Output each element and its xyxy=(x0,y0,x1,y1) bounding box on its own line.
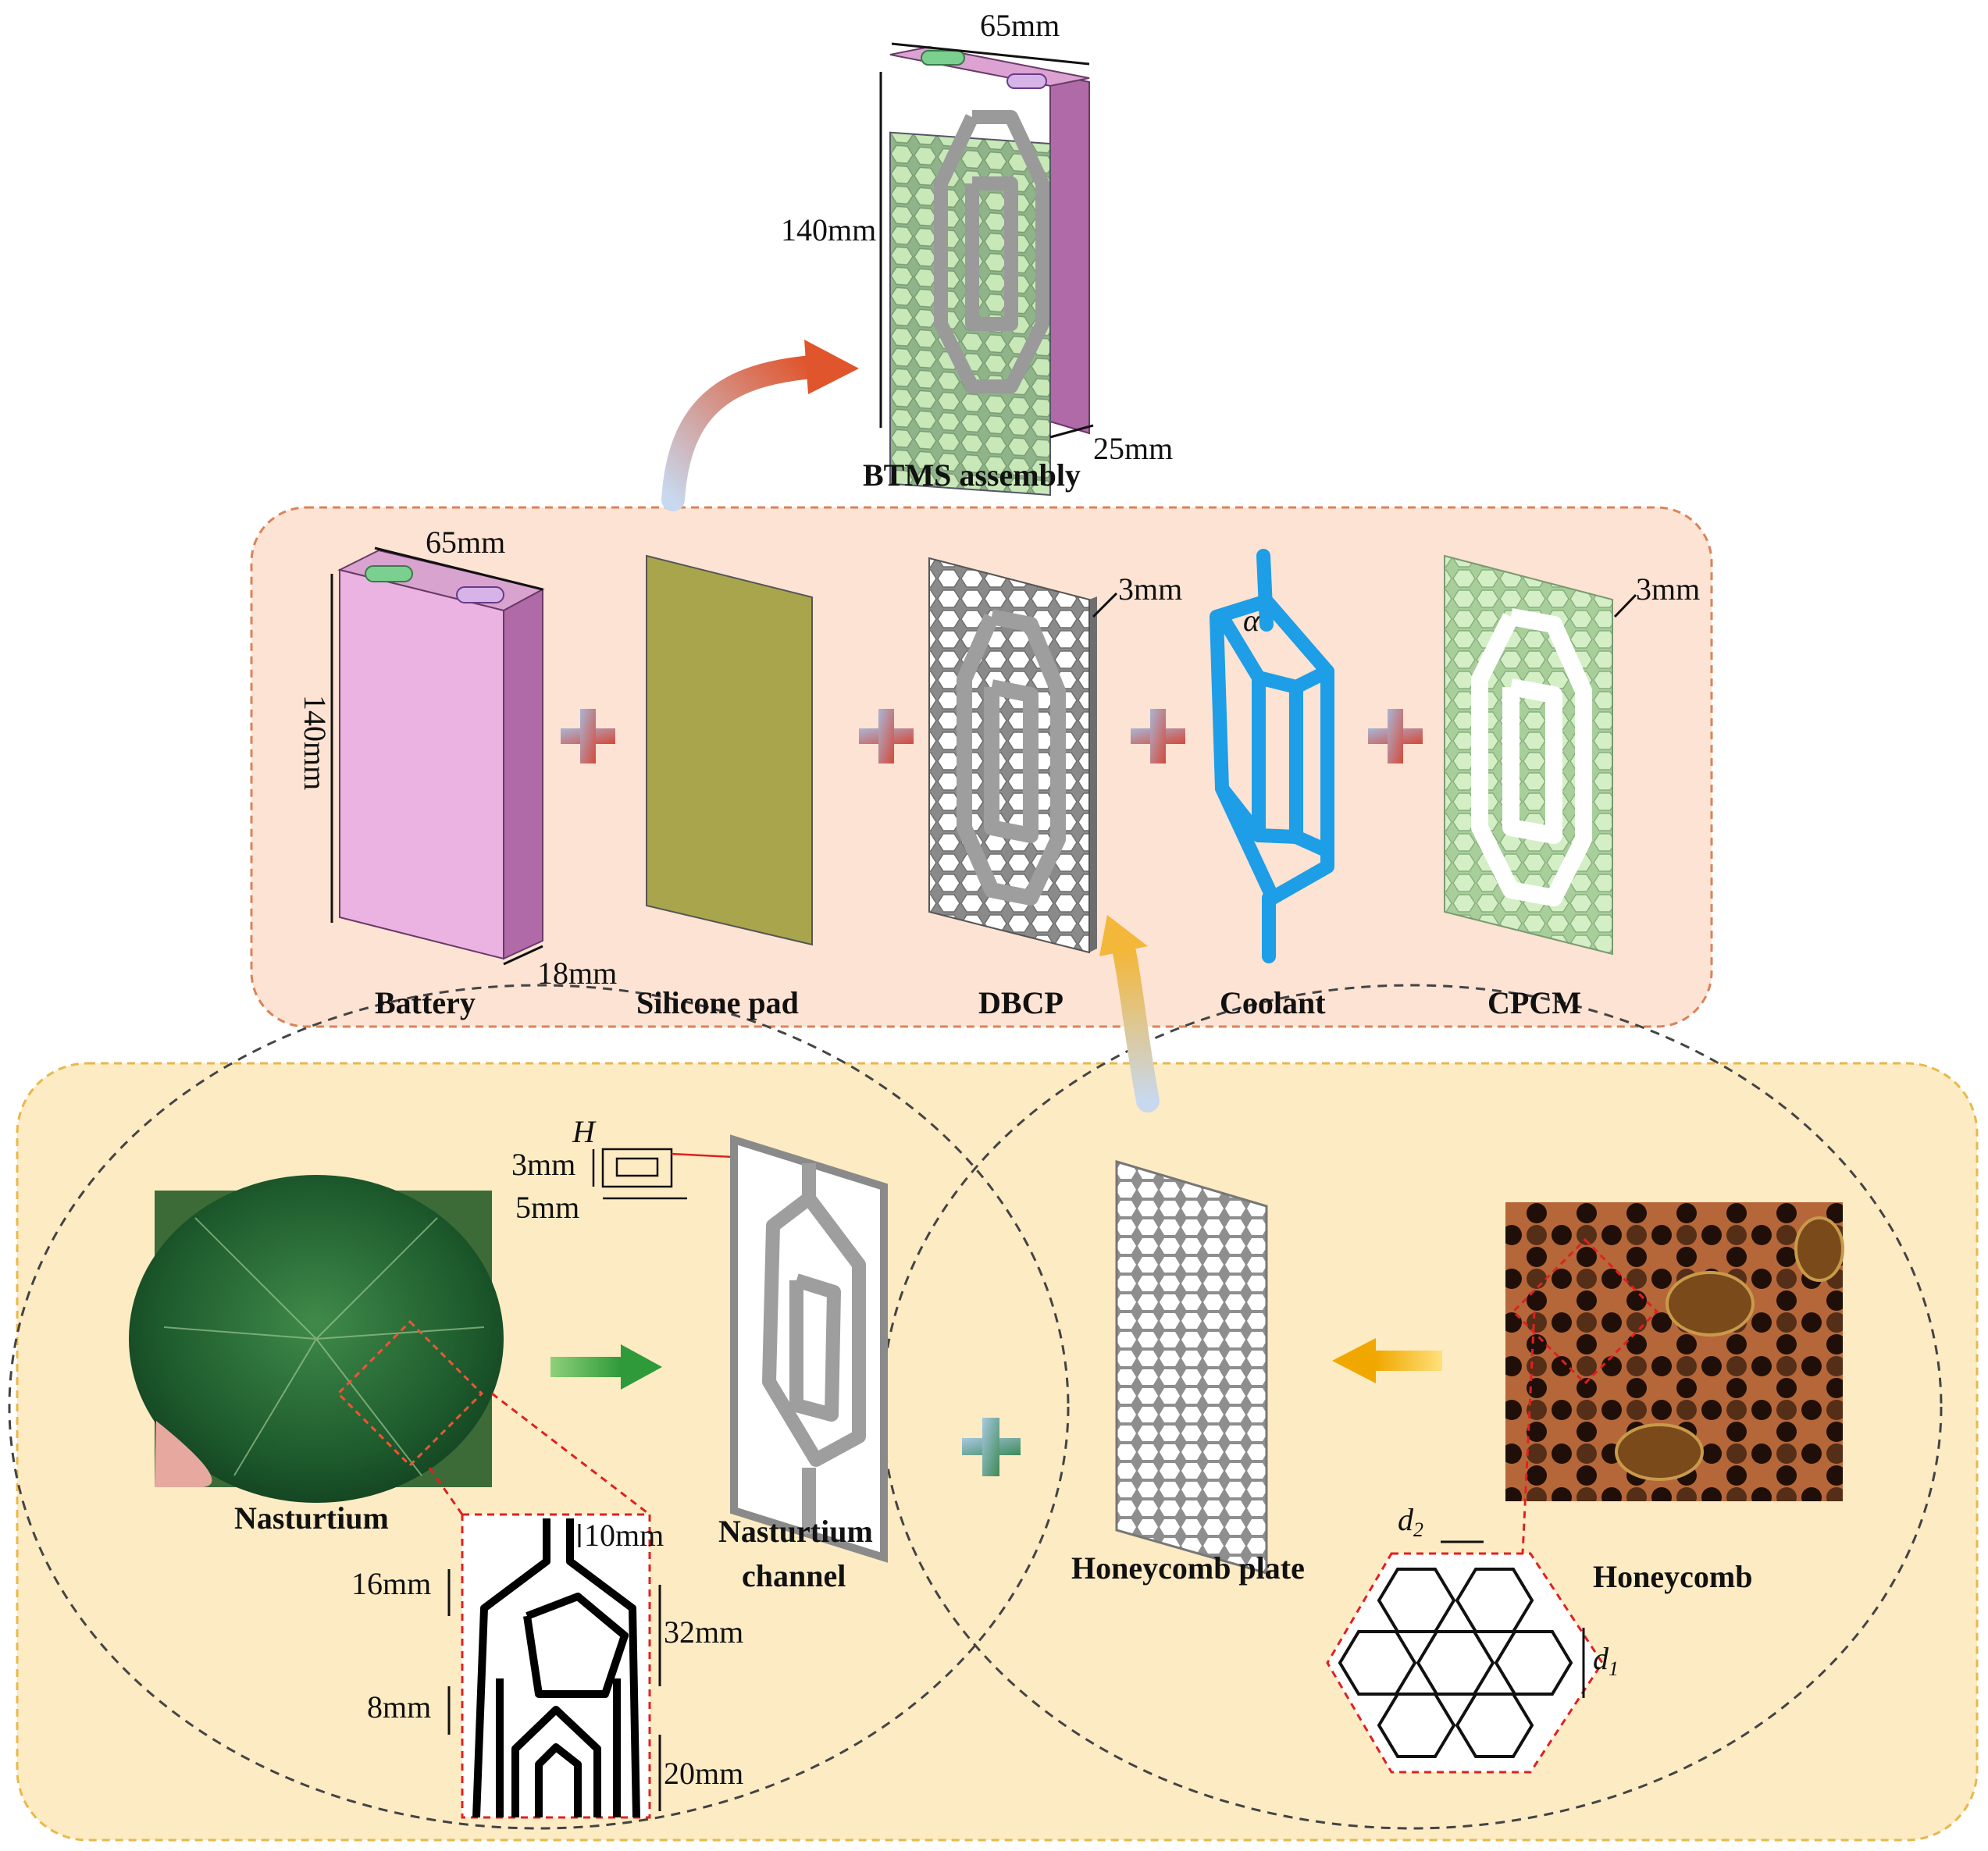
assembly-title: BTMS assembly xyxy=(863,457,1081,493)
coolant-label: Coolant xyxy=(1220,985,1326,1020)
hex-d1-symbol: d1 xyxy=(1593,1641,1619,1680)
hex-detail xyxy=(1326,1552,1604,1774)
channel-label-line2: channel xyxy=(742,1558,846,1593)
battery-cell xyxy=(337,549,545,960)
nasturtium-ellipse xyxy=(8,984,1070,1830)
channel-label-line1: Nasturtium xyxy=(718,1514,873,1549)
plus-icon xyxy=(561,709,615,764)
hex-d2-symbol: d2 xyxy=(1398,1502,1423,1541)
cpcm-label: CPCM xyxy=(1487,985,1581,1020)
plus-icon xyxy=(859,709,914,764)
dbcp-arrow xyxy=(1113,941,1160,1112)
honeycomb-photo xyxy=(1505,1202,1844,1501)
honeycomb-plate-label: Honeycomb plate xyxy=(1071,1550,1305,1586)
assembly-arrow-head xyxy=(804,340,859,394)
cpcm-thickness-dim: 3mm xyxy=(1636,571,1700,607)
plus-icon xyxy=(1368,709,1423,764)
dbcp-arrow-head xyxy=(1099,915,1148,956)
btms-assembly xyxy=(889,45,1090,497)
channel-detail xyxy=(461,1513,651,1819)
assembly-depth-dim: 25mm xyxy=(1093,431,1173,466)
cpcm-plate xyxy=(1444,554,1613,956)
silicone-pad xyxy=(646,554,813,946)
battery-width-dim: 65mm xyxy=(426,525,505,560)
zoom-line xyxy=(1521,1311,1536,1554)
channel-cross-section xyxy=(592,1148,687,1200)
channel-depth-dim: 3mm xyxy=(511,1147,575,1182)
honeycomb-label: Honeycomb xyxy=(1593,1559,1752,1594)
dbcp-thickness-tick xyxy=(1092,592,1118,618)
assembly-width-dim-line xyxy=(891,42,1090,66)
detail-dim-b: 32mm xyxy=(664,1614,743,1650)
battery-depth-dim-line xyxy=(503,945,543,966)
dbcp-thickness-dim: 3mm xyxy=(1118,571,1182,607)
zoom-line xyxy=(428,1467,464,1515)
detail-dim-c: 8mm xyxy=(367,1689,431,1725)
assembly-height-dim: 140mm xyxy=(781,212,876,247)
dbcp-label: DBCP xyxy=(978,985,1063,1020)
assembly-depth-dim-line xyxy=(1049,424,1094,439)
battery-depth-dim: 18mm xyxy=(537,956,617,991)
coolant-angle-symbol: α xyxy=(1243,603,1260,638)
zoom-line xyxy=(491,1392,650,1516)
green-arrow xyxy=(550,1344,662,1390)
battery-label: Battery xyxy=(375,985,476,1020)
plus-icon xyxy=(1131,709,1185,764)
coolant-channel xyxy=(1210,549,1334,963)
nasturtium-channel-plate xyxy=(730,1134,888,1563)
assembly-width-dim: 65mm xyxy=(980,8,1060,43)
channel-width-dim: 5mm xyxy=(515,1190,579,1225)
cpcm-thickness-tick xyxy=(1613,593,1637,618)
assembly-arrow xyxy=(661,355,824,511)
yellow-arrow xyxy=(1332,1338,1442,1383)
plus-icon xyxy=(962,1418,1021,1476)
detail-dim-d: 20mm xyxy=(664,1756,743,1791)
channel-h-symbol: H xyxy=(572,1114,597,1149)
battery-height-dim: 140mm xyxy=(297,695,333,790)
detail-dim-a: 16mm xyxy=(351,1566,431,1601)
dbcp-plate xyxy=(928,557,1097,954)
battery-width-dim-line xyxy=(374,546,543,591)
detail-dim-top: 10mm xyxy=(584,1518,664,1553)
nasturtium-photo xyxy=(129,1175,504,1503)
silicone-pad-label: Silicone pad xyxy=(636,985,799,1020)
nasturtium-label: Nasturtium xyxy=(234,1500,389,1536)
honeycomb-plate xyxy=(1115,1159,1268,1575)
